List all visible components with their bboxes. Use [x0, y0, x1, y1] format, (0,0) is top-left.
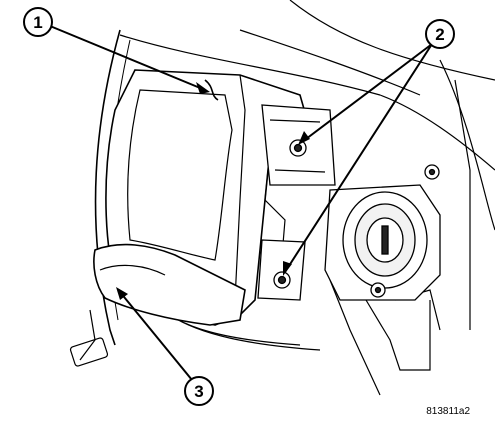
- shroud-inner-opening: [127, 89, 233, 261]
- upper-bracket-flange: [269, 119, 326, 173]
- steering-wheel-rim: [94, 29, 121, 346]
- dash-right-edge: [439, 59, 495, 231]
- bolster-bottom-line-2: [169, 314, 321, 351]
- ignition-nut-top-center: [428, 168, 436, 176]
- brake-pedal: [69, 337, 109, 367]
- leader-lines: [49, 25, 433, 381]
- callout-1-circle: [23, 7, 53, 37]
- leader-line-3: [119, 291, 193, 381]
- arrowhead-3: [116, 287, 128, 300]
- callout-2-number: 2: [435, 25, 444, 44]
- lower-cover-lip: [99, 264, 166, 276]
- lower-bracket-plate: [257, 239, 306, 301]
- screw-upper: [289, 139, 307, 157]
- screw-lower: [273, 271, 291, 289]
- arrowhead-1: [196, 82, 210, 94]
- ignition-key-slot: [381, 225, 389, 255]
- dash-top-edge: [289, 0, 495, 81]
- callout-2: 2: [425, 19, 455, 49]
- screw-upper-recess: [293, 143, 303, 153]
- ignition-nut-bottom-center: [374, 286, 382, 294]
- callout-3-number: 3: [194, 382, 203, 401]
- leader-line-2b: [284, 43, 433, 273]
- callout-3: 3: [184, 376, 214, 406]
- shroud-tab: [204, 79, 219, 101]
- lower-column-line-2: [359, 289, 431, 371]
- arrowhead-2a: [298, 131, 310, 145]
- lower-column-line: [329, 279, 381, 396]
- callout-1-number: 1: [33, 13, 42, 32]
- dash-upper-curve: [119, 34, 495, 171]
- dash-vertical-line: [454, 79, 471, 330]
- shroud-edge-detail: [234, 74, 246, 301]
- ignition-switch-assembly: [324, 164, 441, 301]
- screw-lower-recess: [277, 275, 287, 285]
- leader-line-1: [49, 25, 206, 91]
- callout-1: 1: [23, 7, 53, 37]
- arrowhead-2b: [283, 261, 292, 276]
- callout-3-circle: [184, 376, 214, 406]
- mounting-bracket-lower: [257, 239, 306, 301]
- dash-upper-curve-2: [239, 29, 421, 96]
- pedal-arm: [79, 309, 96, 361]
- callout-2-circle: [425, 19, 455, 49]
- leader-line-2a: [301, 43, 433, 143]
- leader-arrowheads: [116, 82, 310, 300]
- figure-id-label: 813811a2: [426, 406, 470, 417]
